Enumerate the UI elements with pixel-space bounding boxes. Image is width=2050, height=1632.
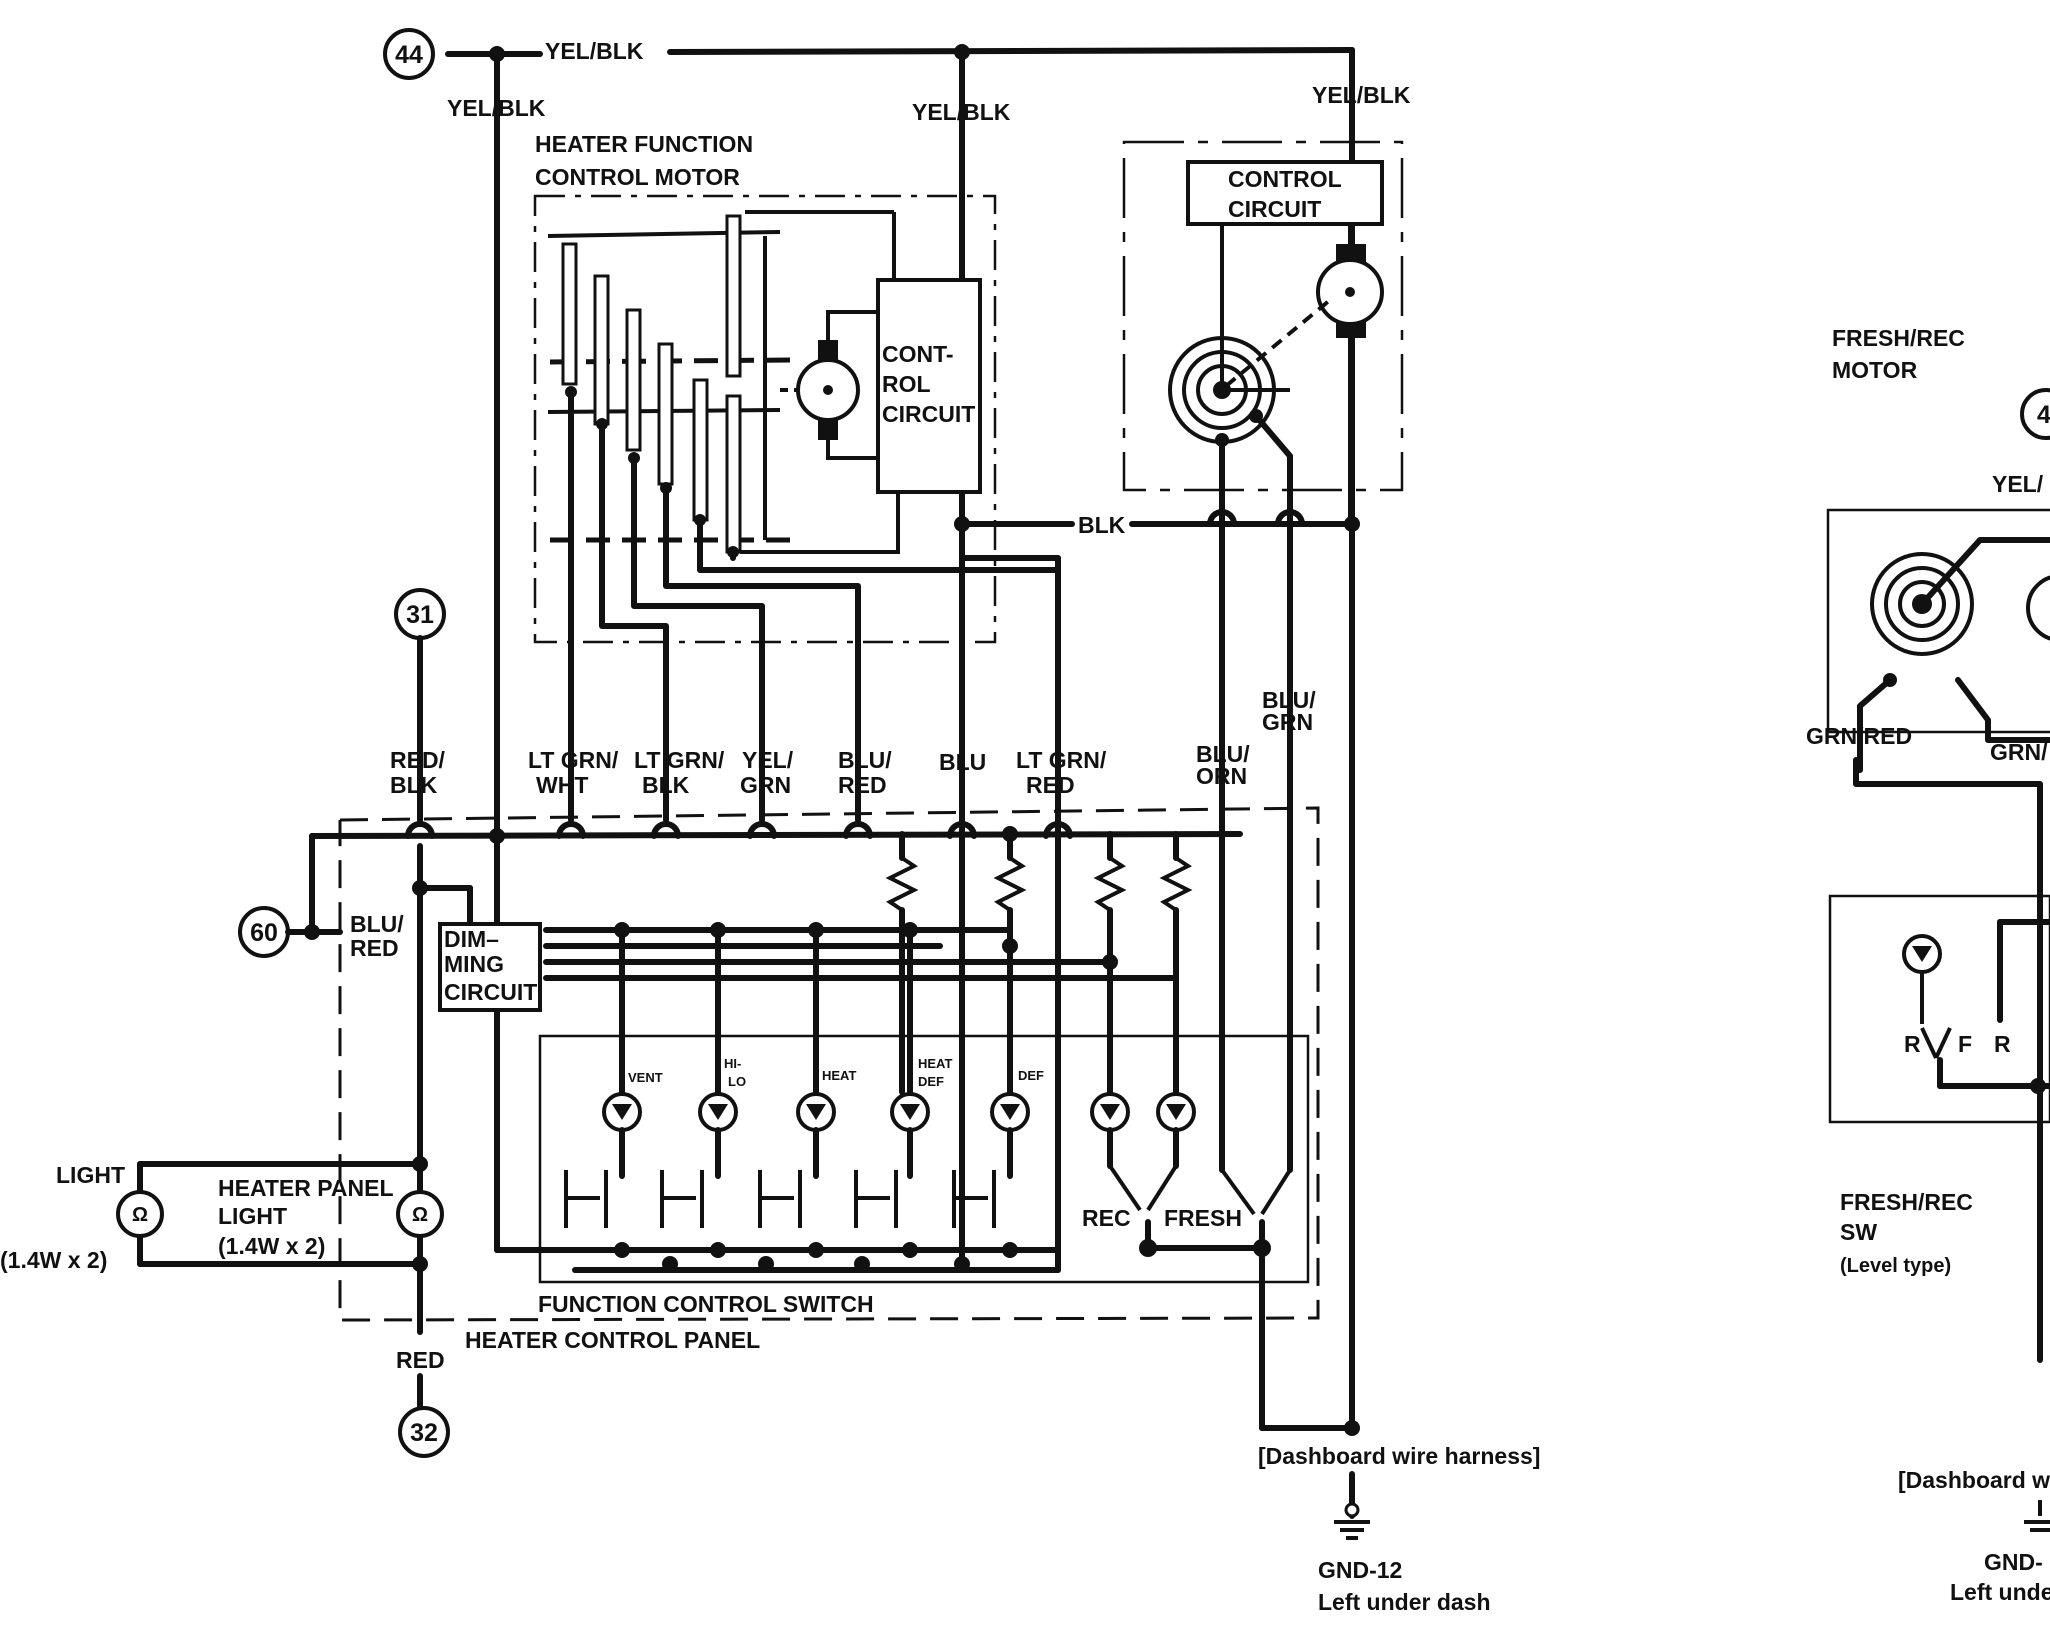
wire-label-red-blk-2: BLK bbox=[390, 772, 438, 798]
wire-label-lt-grn-wht-1: LT GRN/ bbox=[528, 747, 619, 773]
heater-panel-lights: Ω Ω LIGHT (1.4W x 2) HEATER PANEL LIGHT … bbox=[0, 1156, 444, 1273]
wire-label-yel-blk-left: YEL/BLK bbox=[447, 95, 546, 121]
wire-label-blu-red-left-1: BLU/ bbox=[350, 911, 404, 937]
fr-motor-label-1: FRESH/REC bbox=[1832, 325, 1965, 351]
wire-label-red: RED bbox=[396, 1347, 445, 1373]
connector-44-label: 44 bbox=[395, 41, 423, 69]
svg-text:Ω: Ω bbox=[132, 1204, 148, 1226]
wire-label-blk: BLK bbox=[1078, 512, 1126, 538]
fr-switch-r1: R bbox=[1904, 1031, 1921, 1057]
connector-32: 32 bbox=[398, 1406, 450, 1458]
wire-label-lt-grn-wht-2: WHT bbox=[536, 772, 588, 798]
indicator-heatdef: HEAT DEF bbox=[890, 927, 952, 1132]
connector-44: 44 bbox=[383, 28, 435, 80]
fr-gnd-location-label: Left unde bbox=[1950, 1579, 2050, 1605]
indicator-hilo-label-2: LO bbox=[728, 1074, 746, 1089]
indicator-vent-label: VENT bbox=[628, 1070, 663, 1085]
fr-gnd-label: GND- bbox=[1984, 1549, 2043, 1575]
function-control-switch-label: FUNCTION CONTROL SWITCH bbox=[538, 1291, 874, 1317]
light-label: LIGHT bbox=[56, 1162, 125, 1188]
indicator-heatdef-label-1: HEAT bbox=[918, 1056, 952, 1071]
fr-motor-label-2: MOTOR bbox=[1832, 357, 1918, 383]
wire-label-blu-red-2: RED bbox=[838, 772, 887, 798]
indicator-heat: HEAT bbox=[796, 927, 856, 1132]
wire-label-red-blk-1: RED/ bbox=[390, 747, 446, 773]
fr-switch-label-2: SW bbox=[1840, 1219, 1877, 1245]
fresh-rec-control-unit: CONTROL CIRCUIT bbox=[1122, 140, 1404, 1173]
connector-60-label: 60 bbox=[250, 919, 278, 947]
wire-label-grn-partial: GRN/ bbox=[1990, 739, 2048, 765]
indicator-heatdef-label-2: DEF bbox=[918, 1074, 944, 1089]
harness-label: [Dashboard wire harness] bbox=[1258, 1443, 1540, 1469]
connector-31: 31 bbox=[394, 588, 446, 640]
control-circuit-label-2: CIRCUIT bbox=[1228, 196, 1321, 222]
fr-switch-r2: R bbox=[1994, 1031, 2011, 1057]
wire-label-blu-grn-1: BLU/ bbox=[1262, 687, 1316, 713]
connector-31-label: 31 bbox=[406, 601, 434, 629]
wire-label-blu-orn-1: BLU/ bbox=[1196, 741, 1250, 767]
dimming-label-2: MING bbox=[444, 951, 504, 977]
wire-label-blu-red-1: BLU/ bbox=[838, 747, 892, 773]
fr-switch-label-3: (Level type) bbox=[1840, 1255, 1951, 1277]
motor-ctrl-label-1: CONT- bbox=[882, 341, 954, 367]
motor-output-wires bbox=[568, 389, 1061, 823]
wire-label-lt-grn-red-2: RED bbox=[1026, 772, 1075, 798]
heater-function-control-motor: HEATER FUNCTION CONTROL MOTOR CONT- ROL … bbox=[533, 131, 997, 644]
indicator-rec bbox=[1090, 1092, 1130, 1132]
heater-control-panel: DIM– MING CIRCUIT VENT HI- LO HEAT bbox=[309, 806, 1320, 1431]
push-switches bbox=[564, 1170, 996, 1228]
wire-label-grn-red: GRN/RED bbox=[1806, 723, 1912, 749]
motor-ctrl-label-2: ROL bbox=[882, 371, 931, 397]
dimming-label-1: DIM– bbox=[444, 926, 499, 952]
wire-label-blu-grn-2: GRN bbox=[1262, 709, 1313, 735]
ground-gnd-12: [Dashboard wire harness] GND-12 Left und… bbox=[1258, 1420, 1540, 1615]
svg-text:Ω: Ω bbox=[412, 1204, 428, 1226]
indicator-fresh bbox=[1156, 1092, 1196, 1132]
indicator-heat-label: HEAT bbox=[822, 1068, 856, 1083]
indicator-hilo-label-1: HI- bbox=[724, 1056, 741, 1071]
heater-control-panel-label: HEATER CONTROL PANEL bbox=[465, 1327, 760, 1353]
fr-switch-label-1: FRESH/REC bbox=[1840, 1189, 1973, 1215]
wire-label-blu-orn-2: ORN bbox=[1196, 763, 1247, 789]
fr-switch-f1: F bbox=[1958, 1031, 1972, 1057]
wire-label-yel-grn-1: YEL/ bbox=[742, 747, 794, 773]
indicator-def: DEF bbox=[990, 1068, 1044, 1132]
light-bulb-icon bbox=[116, 1190, 164, 1238]
wire-label-lt-grn-blk-1: LT GRN/ bbox=[634, 747, 725, 773]
wire-label-yel-grn-2: GRN bbox=[740, 772, 791, 798]
wire-label-yel-partial: YEL/ bbox=[1992, 471, 2044, 497]
wire-label-yel-blk-right: YEL/BLK bbox=[1312, 82, 1411, 108]
panel-light-label-3: (1.4W x 2) bbox=[218, 1233, 325, 1259]
switch-label-fresh: FRESH bbox=[1164, 1205, 1242, 1231]
gnd-location-label: Left under dash bbox=[1318, 1589, 1491, 1615]
connector-60: 60 bbox=[238, 906, 290, 958]
wire-label-blu-red-left-2: RED bbox=[350, 935, 399, 961]
connector-32-label: 32 bbox=[410, 1419, 438, 1447]
wire-label-blu: BLU bbox=[939, 749, 986, 775]
wire-label-yel-blk-mid: YEL/BLK bbox=[912, 99, 1011, 125]
control-circuit-label-1: CONTROL bbox=[1228, 166, 1342, 192]
heater-motor-title-1: HEATER FUNCTION bbox=[535, 131, 753, 157]
connector-4-label: 4 bbox=[2037, 401, 2050, 429]
switch-label-rec: REC bbox=[1082, 1205, 1131, 1231]
wire-label-yel-blk-top: YEL/BLK bbox=[545, 38, 644, 64]
wire-label-lt-grn-blk-2: BLK bbox=[642, 772, 690, 798]
indicator-vent: VENT bbox=[602, 927, 663, 1132]
light-rating-left: (1.4W x 2) bbox=[0, 1247, 107, 1273]
fr-motor-icon bbox=[2026, 575, 2050, 641]
wire-label-lt-grn-red-1: LT GRN/ bbox=[1016, 747, 1107, 773]
fresh-rec-partial-diagram: 4 FRESH/REC MOTOR YEL/ M GRN/RED GRN/ R … bbox=[1806, 325, 2050, 1605]
panel-light-label-2: LIGHT bbox=[218, 1203, 287, 1229]
motor-ctrl-label-3: CIRCUIT bbox=[882, 401, 975, 427]
fr-harness-label: [Dashboard w bbox=[1898, 1467, 2050, 1493]
panel-light-label-1: HEATER PANEL bbox=[218, 1175, 394, 1201]
dimming-label-3: CIRCUIT bbox=[444, 979, 537, 1005]
panel-light-bulb-icon bbox=[396, 1190, 444, 1238]
gnd-label: GND-12 bbox=[1318, 1557, 1402, 1583]
indicator-def-label: DEF bbox=[1018, 1068, 1044, 1083]
heater-motor-title-2: CONTROL MOTOR bbox=[535, 164, 740, 190]
